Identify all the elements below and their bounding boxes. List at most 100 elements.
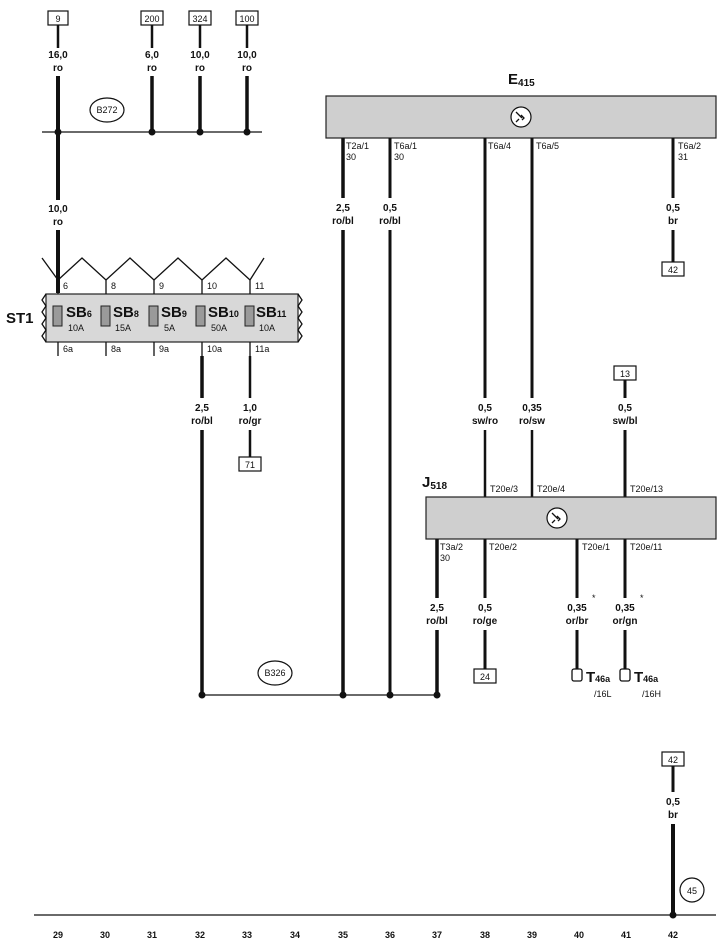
svg-text:SB11: SB11 [256, 304, 286, 321]
fuse-name: SB [66, 304, 87, 321]
pin-label: T20e/1 [582, 542, 610, 552]
fuse-pin-top: 8 [111, 281, 116, 291]
wire-size: 0,5 [383, 203, 397, 214]
wire-size: 0,5 [666, 203, 680, 214]
column-number: 38 [480, 930, 490, 940]
fuse-element [148, 305, 159, 327]
wire-size: 0,5 [666, 797, 680, 808]
pin-label: T20e/3 [490, 484, 518, 494]
ref-9: 9 [55, 14, 60, 24]
svg-text:SB9: SB9 [161, 304, 187, 321]
fuse-rating: 50A [211, 323, 227, 333]
module-e415: E415 [325, 71, 717, 139]
fuse-sb10: 10 SB10 50A 10a [195, 280, 239, 356]
pin-label: T2a/1 [346, 141, 369, 151]
pin-term: 30 [346, 152, 356, 162]
wire-color: or/br [566, 616, 589, 627]
fuse-pin-bottom: 11a [255, 344, 269, 354]
fuse-carrier-edge [297, 293, 303, 343]
junction-dot [243, 128, 251, 136]
top-refs: 9 200 324 100 [47, 10, 259, 26]
svg-text:SB8: SB8 [113, 304, 139, 321]
wire-size: 1,0 [243, 403, 257, 414]
fuse-element [244, 305, 255, 327]
key-icon-glyph [515, 111, 525, 123]
fuse-pin-bottom: 10a [207, 344, 222, 354]
ref-42: 42 [668, 265, 678, 275]
ref-200: 200 [144, 14, 159, 24]
fuse-pin-top: 10 [207, 281, 217, 291]
wire-color: ro/ge [473, 616, 498, 627]
fuse-carrier-body [45, 293, 299, 343]
ref-13: 13 [620, 369, 630, 379]
fuse-rating: 10A [259, 323, 275, 333]
svg-text:T46a: T46a [586, 669, 611, 686]
connector-sub: 46a [643, 674, 659, 684]
fuse-carrier-edge [41, 293, 47, 343]
fuse-rating: 15A [115, 323, 131, 333]
fuse-name: SB [208, 304, 229, 321]
fuse-carrier-name: ST1 [6, 310, 34, 327]
ref-24: 24 [480, 672, 490, 682]
junction-dot [198, 691, 206, 699]
wire-size: 10,0 [237, 50, 257, 61]
ref-324: 324 [192, 14, 207, 24]
junction-dot [386, 691, 394, 699]
ref-42-bottom: 42 [668, 755, 678, 765]
wire-size: 0,35 [615, 603, 635, 614]
fuse-pin-top: 6 [63, 281, 68, 291]
fuse-sb11: 11 SB11 10A 11a [244, 280, 286, 356]
wire-color: ro [53, 63, 63, 74]
connector-icon [619, 668, 631, 682]
svg-text:E415: E415 [508, 71, 535, 89]
fuse-sb6: 6 SB6 10A 6a [52, 280, 92, 356]
ref-71: 71 [245, 460, 255, 470]
wire-size: 0,5 [618, 403, 632, 414]
connector-name: T [586, 669, 595, 686]
fuse-number: 6 [87, 309, 92, 319]
wire-size: 0,35 [567, 603, 587, 614]
splice-b272 [89, 97, 125, 123]
column-number: 33 [242, 930, 252, 940]
splice-b326-label: B326 [264, 668, 285, 678]
fuse-number: 10 [229, 309, 239, 319]
splice-b272-label: B272 [96, 105, 117, 115]
connector-pin: /16H [642, 689, 661, 699]
fuse-carrier-st1: ST1 6 SB6 10A 6a 8 SB8 15A 8a 9 [6, 257, 303, 356]
splice-b326 [257, 660, 293, 686]
fuse-pin-bottom: 6a [63, 344, 73, 354]
fuse-sb9: 9 SB9 5A 9a [148, 280, 187, 356]
pin-label: T6a/2 [678, 141, 701, 151]
pin-label: T3a/2 [440, 542, 463, 552]
connector-t46a-16h: T46a /16H [619, 668, 661, 699]
pin-term: 31 [678, 152, 688, 162]
e415-pins: T2a/1 30 T6a/1 30 T6a/4 T6a/5 T6a/2 31 [346, 141, 701, 162]
wire-size: 2,5 [195, 403, 209, 414]
fuse-rating: 5A [164, 323, 175, 333]
wire-size: 0,5 [478, 603, 492, 614]
fuse-rating: 10A [68, 323, 84, 333]
wire-size: 10,0 [190, 50, 210, 61]
pin-label: T20e/4 [537, 484, 565, 494]
connector-icon [571, 668, 583, 682]
fuse-number: 11 [277, 309, 287, 319]
column-number: 42 [668, 930, 678, 940]
fuse-pin-bottom: 8a [111, 344, 121, 354]
connector-name: T [634, 669, 643, 686]
fuse-element [52, 305, 63, 327]
svg-text:SB6: SB6 [66, 304, 92, 321]
ground-point-45 [679, 877, 705, 903]
wire-color: ro/bl [191, 416, 213, 427]
wire-size: 0,35 [522, 403, 542, 414]
column-number: 39 [527, 930, 537, 940]
ref-box-42 [661, 261, 685, 277]
fuse-number: 9 [182, 309, 187, 319]
module-name: E [508, 71, 518, 88]
wire-color: ro/bl [426, 616, 448, 627]
wire-size: 10,0 [48, 204, 68, 215]
pin-term: 30 [440, 553, 450, 563]
column-number: 41 [621, 930, 631, 940]
pin-label: T6a/4 [488, 141, 511, 151]
junction-dot [339, 691, 347, 699]
